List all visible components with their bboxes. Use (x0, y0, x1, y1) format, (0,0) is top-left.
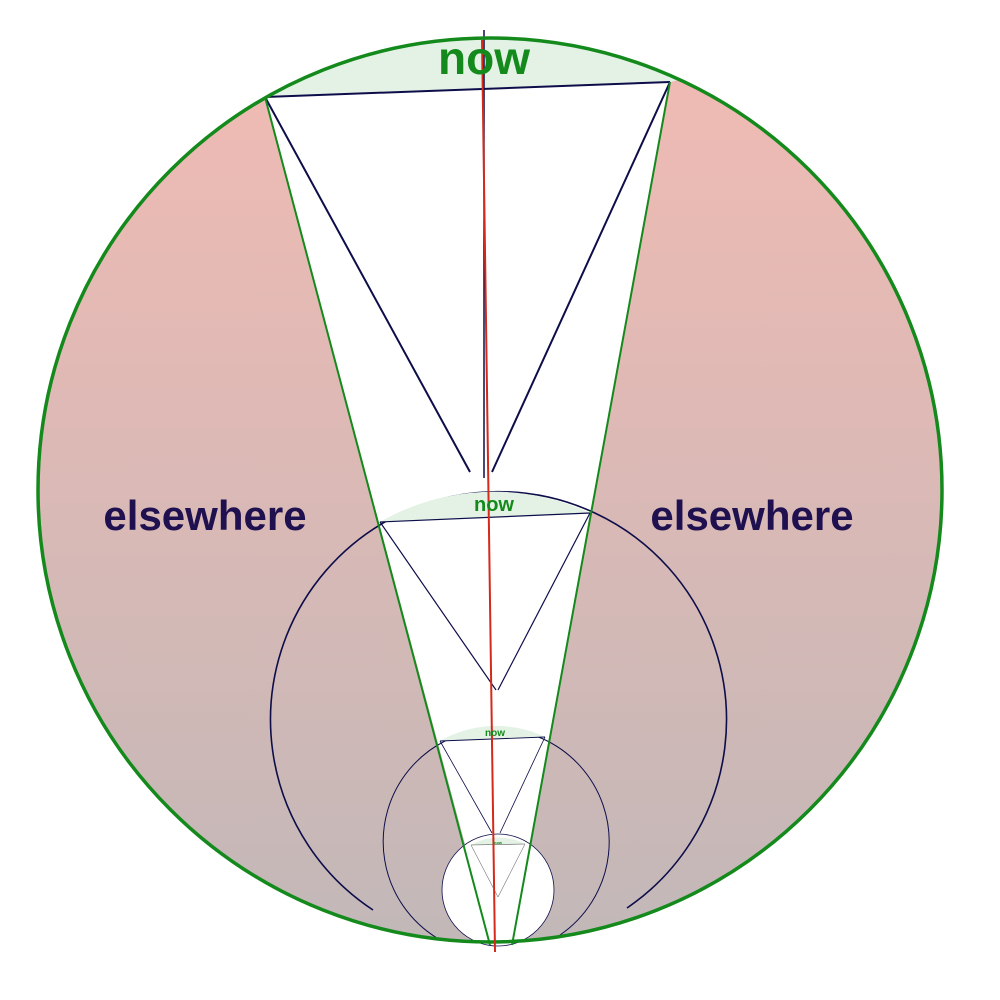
now-chord-tiny (470, 843, 526, 846)
now-chord-large (264, 81, 671, 98)
outer-light-circle (36, 36, 944, 944)
light-cone-right-edge (511, 81, 671, 946)
cone-line-tiny-right (497, 843, 526, 898)
light-cone-left-edge (264, 96, 491, 946)
light-circle-tiny (441, 833, 555, 947)
now-chord-medium (379, 512, 591, 523)
now-region-tiny (471, 837, 525, 845)
cone-line-medium-left (379, 521, 497, 691)
elsewhere-label-right: elsewhere (650, 492, 853, 539)
cone-line-small-left (439, 740, 493, 834)
cone-line-medium-right (497, 512, 591, 691)
now-region-medium (380, 491, 590, 522)
now-label-large: now (438, 32, 530, 84)
now-label-small: now (485, 728, 505, 739)
elsewhere-label-left: elsewhere (103, 492, 306, 539)
now-label-tiny: now (494, 840, 503, 845)
worldline (481, 39, 496, 953)
cone-line-large-right (491, 81, 671, 473)
cone-line-large-left (264, 96, 471, 473)
elsewhere-region-left (38, 38, 492, 942)
cone-line-small-right (499, 736, 546, 834)
now-label-medium: now (474, 494, 514, 516)
